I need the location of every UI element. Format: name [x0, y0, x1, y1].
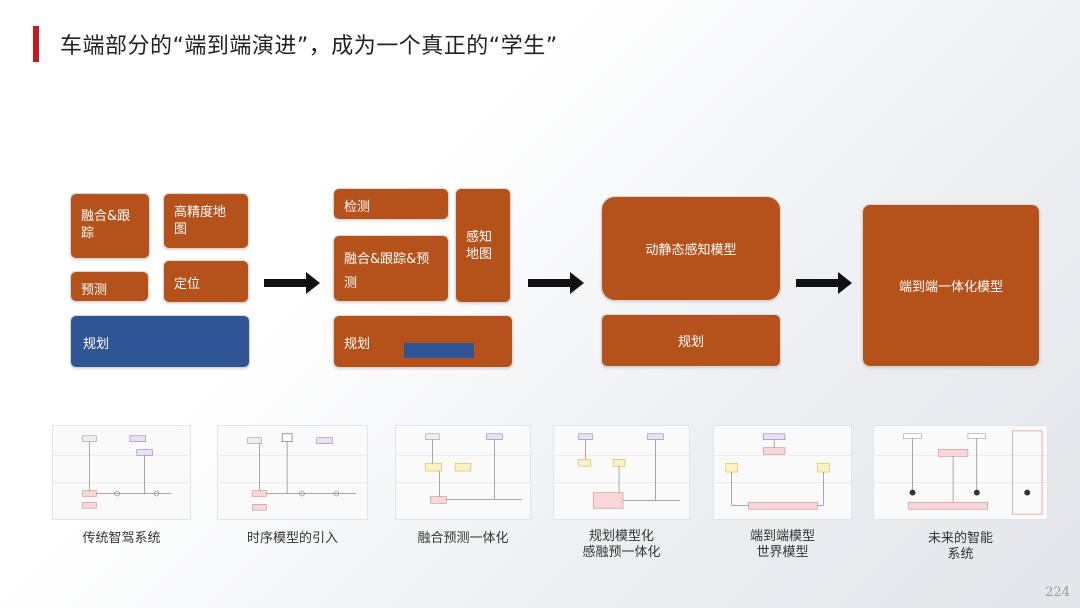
caption-end-to-end-line1: 端到端模型 [749, 529, 815, 544]
stage1-hd-map-box: 高精度地图 [163, 193, 249, 249]
page-number: 224 [1045, 585, 1070, 600]
caption-future-system-line2: 系统 [947, 547, 974, 562]
stage3-planning-label: 规划 [677, 335, 704, 350]
stage2-planning-label: 规划 [344, 337, 371, 352]
stage2-detection-label: 检测 [344, 200, 371, 215]
arrow-3 [796, 272, 852, 294]
thumbnail-planning-model [553, 425, 690, 520]
stage1-planning-label: 规划 [83, 337, 110, 352]
caption-planning-model-line2: 感融预一体化 [582, 545, 661, 560]
caption-fusion-prediction: 融合预测一体化 [395, 531, 531, 547]
thumbnail-fusion-prediction [395, 425, 531, 520]
caption-future-system-line1: 未来的智能 [927, 531, 993, 546]
caption-end-to-end-line2: 世界模型 [756, 545, 809, 560]
title-accent-bar [33, 26, 39, 62]
stage3-planning-box: 规划 [601, 314, 781, 367]
caption-traditional-line1: 传统智驾系统 [82, 531, 161, 546]
thumbnail-future-system [873, 425, 1048, 520]
arrow-1 [264, 272, 320, 294]
stage2-fusion-tracking-prediction-label: 融合&跟踪&预测 [344, 252, 430, 291]
stage2-fusion-tracking-prediction-box: 融合&跟踪&预测 [333, 235, 449, 302]
stage2-perception-map-box: 感知地图 [455, 188, 511, 303]
caption-fusion-prediction-line1: 融合预测一体化 [417, 531, 509, 546]
caption-temporal-line1: 时序模型的引入 [246, 531, 338, 546]
thumbnail-temporal [217, 425, 368, 520]
slide-title: 车端部分的“端到端演进”，成为一个真正的“学生” [60, 34, 558, 59]
stage1-fusion-tracking-label: 融合&跟踪 [81, 209, 131, 241]
stage2-perception-map-label: 感知地图 [466, 230, 493, 262]
stage1-planning-box: 规划 [70, 315, 250, 368]
stage1-localization-label: 定位 [174, 277, 201, 292]
caption-planning-model-line1: 规划模型化 [588, 529, 654, 544]
stage1-prediction-box: 预测 [70, 271, 149, 302]
thumbnail-traditional [52, 425, 191, 520]
stage4-end-to-end-label: 端到端一体化模型 [898, 280, 1003, 295]
stage2-detection-box: 检测 [333, 188, 449, 220]
caption-traditional: 传统智驾系统 [52, 531, 191, 547]
stage2-planning-box: 规划 [333, 315, 513, 368]
caption-end-to-end: 端到端模型 世界模型 [713, 529, 852, 561]
stage3-perception-model-label: 动静态感知模型 [645, 243, 737, 258]
stage1-fusion-tracking-box: 融合&跟踪 [70, 193, 150, 259]
stage3-perception-model-box: 动静态感知模型 [601, 196, 781, 301]
caption-planning-model: 规划模型化 感融预一体化 [553, 529, 690, 561]
arrow-2 [528, 272, 584, 294]
stage1-hd-map-label: 高精度地图 [174, 205, 227, 237]
caption-temporal: 时序模型的引入 [217, 531, 368, 547]
stage1-localization-box: 定位 [163, 260, 249, 303]
caption-future-system: 未来的智能 系统 [873, 531, 1048, 563]
stage1-prediction-label: 预测 [81, 283, 108, 298]
stage2-planning-blue-inset [404, 343, 474, 358]
thumbnail-end-to-end [713, 425, 852, 520]
stage4-end-to-end-box: 端到端一体化模型 [862, 204, 1040, 367]
